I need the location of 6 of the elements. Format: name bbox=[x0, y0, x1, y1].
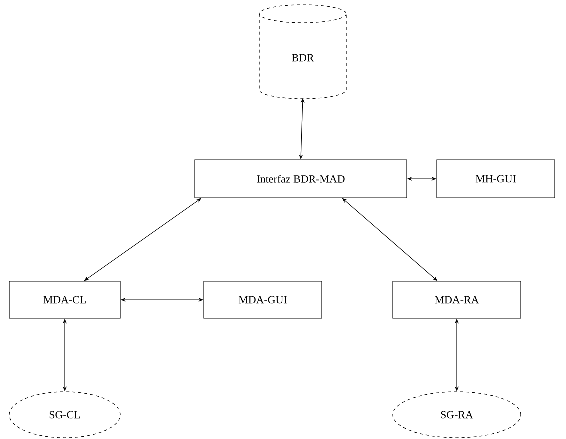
process-box: MDA-CL bbox=[9, 281, 121, 319]
process-box: MDA-GUI bbox=[204, 281, 322, 319]
process-box: Interfaz BDR-MAD bbox=[194, 160, 408, 198]
process-box: MH-GUI bbox=[436, 160, 556, 198]
process-box: MDA-RA bbox=[392, 281, 522, 319]
database-cylinder: BDR bbox=[259, 4, 347, 100]
